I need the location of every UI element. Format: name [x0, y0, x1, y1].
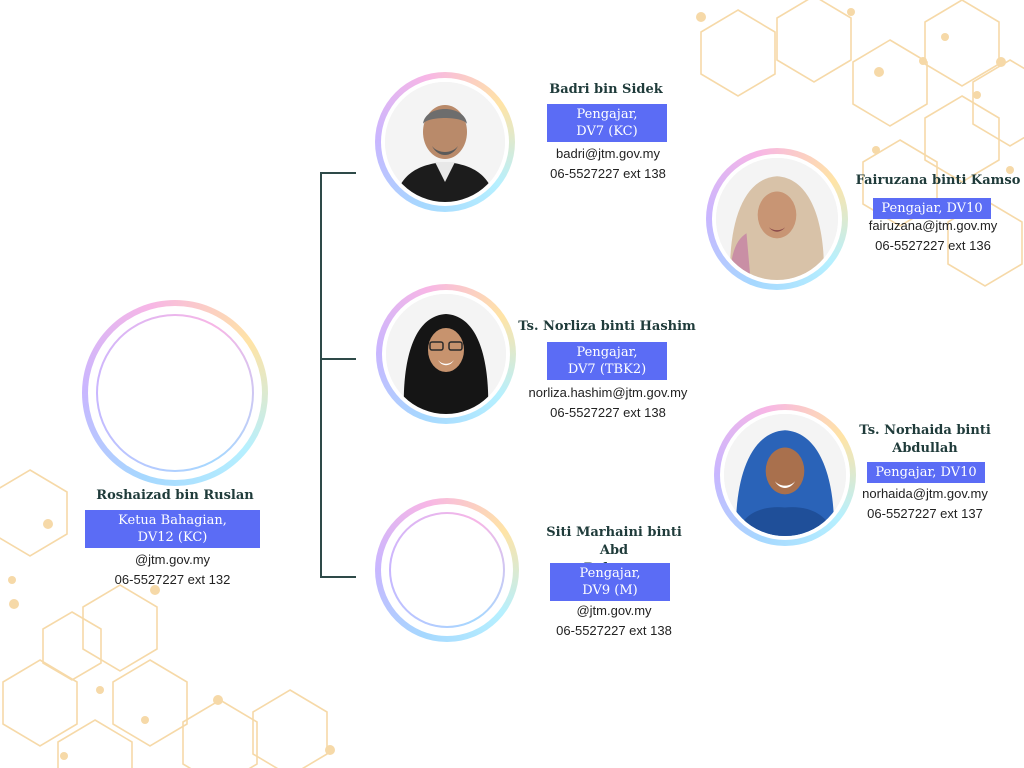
- email-badri: badri@jtm.gov.my: [556, 146, 660, 161]
- photo-norhaida: [724, 414, 846, 536]
- role-badri: Pengajar, DV7 (KC): [547, 104, 667, 142]
- role-norhaida: Pengajar, DV10: [867, 462, 985, 483]
- contact-roshaizad: @jtm.gov.my 06-5527227 ext 132: [85, 550, 260, 590]
- role-badri-line2: DV7 (KC): [576, 124, 638, 139]
- role-fairuzana: Pengajar, DV10: [873, 198, 991, 219]
- phone-norliza: 06-5527227 ext 138: [550, 405, 666, 420]
- name-norliza: Ts. Norliza binti Hashim: [518, 319, 696, 334]
- name-badri: Badri bin Sidek: [549, 82, 663, 97]
- photo-norliza: [386, 294, 506, 414]
- name-fairuzana: Fairuzana binti Kamso: [855, 173, 1021, 188]
- avatar-norhaida: [714, 404, 856, 546]
- name-norhaida: Ts. Norhaida binti Abdullah: [852, 422, 998, 458]
- phone-norhaida: 06-5527227 ext 137: [867, 506, 983, 521]
- role-roshaizad-line1: Ketua Bahagian,: [118, 513, 227, 528]
- role-siti: Pengajar, DV9 (M): [550, 563, 670, 601]
- email-norliza: norliza.hashim@jtm.gov.my: [528, 385, 688, 400]
- connector-siti: [320, 576, 356, 578]
- email-norhaida: norhaida@jtm.gov.my: [862, 486, 988, 501]
- contact-badri: badri@jtm.gov.my 06-5527227 ext 138: [530, 144, 686, 184]
- phone-fairuzana: 06-5527227 ext 136: [875, 238, 991, 253]
- connector-badri: [320, 172, 356, 174]
- avatar-fairuzana: [706, 148, 848, 290]
- role-norliza: Pengajar, DV7 (TBK2): [547, 342, 667, 380]
- role-siti-line2: DV9 (M): [582, 583, 638, 598]
- avatar-norliza: [376, 284, 516, 424]
- role-roshaizad-line2: DV12 (KC): [137, 530, 208, 545]
- name-norhaida-line1: Ts. Norhaida binti: [859, 423, 991, 438]
- contact-norliza: norliza.hashim@jtm.gov.my 06-5527227 ext…: [518, 383, 698, 423]
- phone-roshaizad: 06-5527227 ext 132: [114, 572, 231, 587]
- role-badri-line1: Pengajar,: [576, 107, 638, 122]
- name-siti-line1: Siti Marhaini binti Abd: [546, 525, 682, 558]
- role-roshaizad: Ketua Bahagian, DV12 (KC): [85, 510, 260, 548]
- role-norliza-line1: Pengajar,: [576, 345, 638, 360]
- connector-norliza: [320, 358, 356, 360]
- phone-badri: 06-5527227 ext 138: [550, 166, 666, 181]
- contact-norhaida: norhaida@jtm.gov.my 06-5527227 ext 137: [850, 484, 1000, 524]
- role-siti-line1: Pengajar,: [579, 566, 641, 581]
- avatar-siti: [375, 498, 519, 642]
- email-fairuzana: fairuzana@jtm.gov.my: [868, 218, 998, 233]
- email-siti: @jtm.gov.my: [576, 603, 652, 618]
- role-norliza-line2: DV7 (TBK2): [567, 362, 647, 377]
- photo-fairuzana: [716, 158, 838, 280]
- phone-siti: 06-5527227 ext 138: [556, 623, 672, 638]
- contact-fairuzana: fairuzana@jtm.gov.my 06-5527227 ext 136: [858, 216, 1008, 256]
- avatar-roshaizad: [82, 300, 268, 486]
- name-roshaizad: Roshaizad bin Ruslan: [96, 488, 254, 503]
- name-norhaida-line2: Abdullah: [892, 441, 958, 456]
- connector-vertical: [320, 172, 322, 576]
- email-roshaizad: @jtm.gov.my: [134, 552, 211, 567]
- avatar-badri: [375, 72, 515, 212]
- contact-siti: @jtm.gov.my 06-5527227 ext 138: [536, 601, 692, 641]
- photo-badri: [385, 82, 505, 202]
